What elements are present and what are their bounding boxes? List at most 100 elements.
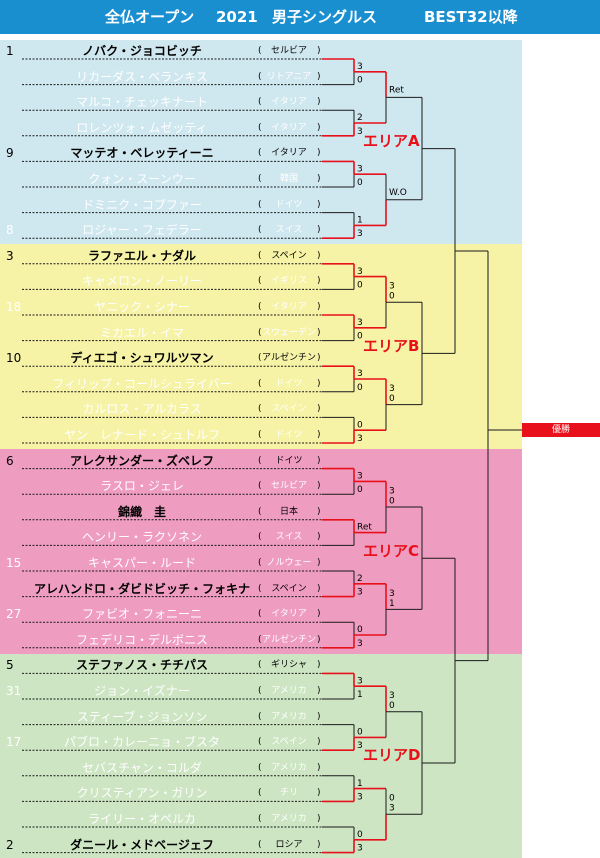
player-country: イギリス	[270, 276, 307, 287]
player-country: イタリア	[271, 302, 307, 312]
country-paren-open: (	[258, 609, 262, 620]
r32-score: 1	[357, 690, 363, 700]
country-paren-open: (	[258, 455, 262, 466]
country-paren-close: )	[317, 122, 321, 133]
country-paren-close: )	[317, 404, 321, 415]
player-seed: 17	[6, 735, 22, 750]
r32-score: 1	[357, 216, 363, 226]
player-country: アメリカ	[271, 711, 307, 722]
r32-score: 3	[357, 588, 363, 598]
player-name: ヤン レナード・シュトルフ	[63, 428, 220, 442]
area-label-c: エリアC	[363, 542, 420, 560]
country-paren-close: )	[317, 814, 321, 824]
r32-score: 0	[357, 420, 363, 430]
country-paren-open: (	[258, 276, 262, 287]
player-country: ドイツ	[275, 430, 303, 440]
r16-score: 3	[389, 486, 395, 496]
player-name: ロレンツォ・ムゼッティ	[76, 120, 208, 135]
area-bg-d	[0, 654, 522, 858]
player-country: 韓国	[279, 174, 298, 184]
player-country: スペイン	[271, 404, 307, 415]
area-label-b: エリアB	[363, 337, 420, 355]
title-bar: 全仏オープン 2021 男子シングルス BEST32以降	[0, 0, 600, 34]
country-paren-open: (	[258, 686, 262, 696]
r32-score: 3	[357, 267, 363, 277]
area-bg-b	[0, 244, 522, 449]
country-paren-close: )	[317, 583, 321, 594]
player-name: ノバク・ジョコビッチ	[82, 44, 202, 58]
r32-score: 3	[357, 741, 363, 751]
player-name: ロジャー・フェデラー	[82, 223, 202, 238]
player-seed: 15	[6, 556, 22, 570]
country-paren-open: (	[258, 378, 262, 389]
country-paren-open: (	[258, 634, 262, 645]
player-country: ノルウェー	[266, 558, 312, 568]
country-paren-open: (	[258, 302, 262, 312]
r32-score: 2	[357, 113, 363, 123]
country-paren-close: )	[317, 481, 321, 492]
country-paren-close: )	[317, 276, 321, 287]
r32-score: 3	[357, 434, 363, 444]
country-paren-close: )	[317, 839, 321, 850]
country-paren-close: )	[317, 199, 321, 210]
player-name: アレハンドロ・ダビドビッチ・フォキナ	[33, 581, 250, 596]
player-name: クォン・スーンウー	[88, 172, 196, 186]
country-paren-close: )	[317, 762, 321, 773]
country-paren-open: (	[258, 430, 262, 440]
player-country: スイス	[275, 532, 303, 543]
r32-score: 2	[357, 574, 363, 584]
r16-score: 0	[389, 701, 395, 711]
country-paren-open: (	[258, 353, 262, 364]
r32-score: 0	[357, 625, 363, 635]
champion-label: 優勝	[522, 423, 600, 437]
r16-score: 0	[389, 496, 395, 506]
r32-score: 3	[357, 639, 363, 649]
r32-score: 0	[357, 76, 363, 86]
r32-score: 3	[357, 318, 363, 328]
player-country: イタリア	[271, 122, 307, 133]
r32-score: 1	[357, 779, 363, 789]
country-paren-open: (	[258, 660, 262, 671]
player-country: スウェーデン	[261, 327, 316, 338]
player-country: スペイン	[271, 250, 307, 261]
player-seed: 18	[6, 300, 22, 314]
country-paren-open: (	[258, 506, 262, 517]
country-paren-close: )	[317, 532, 321, 543]
player-country: アルゼンチン	[262, 634, 316, 645]
player-name: ダニール・メドベージェフ	[70, 837, 214, 852]
r32-score: 3	[357, 472, 363, 482]
country-paren-open: (	[258, 711, 262, 722]
tournament-title: 全仏オープン	[105, 8, 195, 26]
country-paren-close: )	[317, 660, 321, 671]
r32-score: 0	[357, 485, 363, 495]
country-paren-close: )	[317, 558, 321, 568]
country-paren-open: (	[258, 814, 262, 824]
r32-score: 0	[357, 178, 363, 188]
player-name: マッテオ・ベレッティーニ	[70, 146, 214, 161]
country-paren-open: (	[258, 532, 262, 543]
r16-score: 3	[389, 384, 395, 394]
player-seed: 10	[6, 351, 22, 366]
player-seed: 2	[6, 837, 14, 852]
country-paren-open: (	[258, 250, 262, 261]
country-paren-close: )	[317, 711, 321, 722]
r16-score: 3	[389, 589, 395, 599]
r32-score: 0	[357, 830, 363, 840]
player-country: 日本	[279, 506, 298, 517]
r16-score: 0	[389, 794, 395, 804]
player-name: パブロ・カレーニョ・ブスタ	[63, 735, 220, 750]
player-seed: 6	[6, 453, 14, 468]
player-country: アメリカ	[271, 814, 307, 824]
country-paren-open: (	[258, 148, 262, 159]
player-country: アメリカ	[271, 762, 307, 773]
area-label-d: エリアD	[363, 746, 421, 764]
r32-score: 3	[357, 62, 363, 72]
country-paren-open: (	[258, 71, 262, 82]
player-country: スペイン	[271, 737, 307, 748]
country-paren-close: )	[317, 71, 321, 82]
country-paren-close: )	[317, 737, 321, 748]
r32-score: 0	[357, 728, 363, 738]
player-name: 錦織 圭	[117, 504, 166, 519]
country-paren-open: (	[258, 839, 262, 850]
